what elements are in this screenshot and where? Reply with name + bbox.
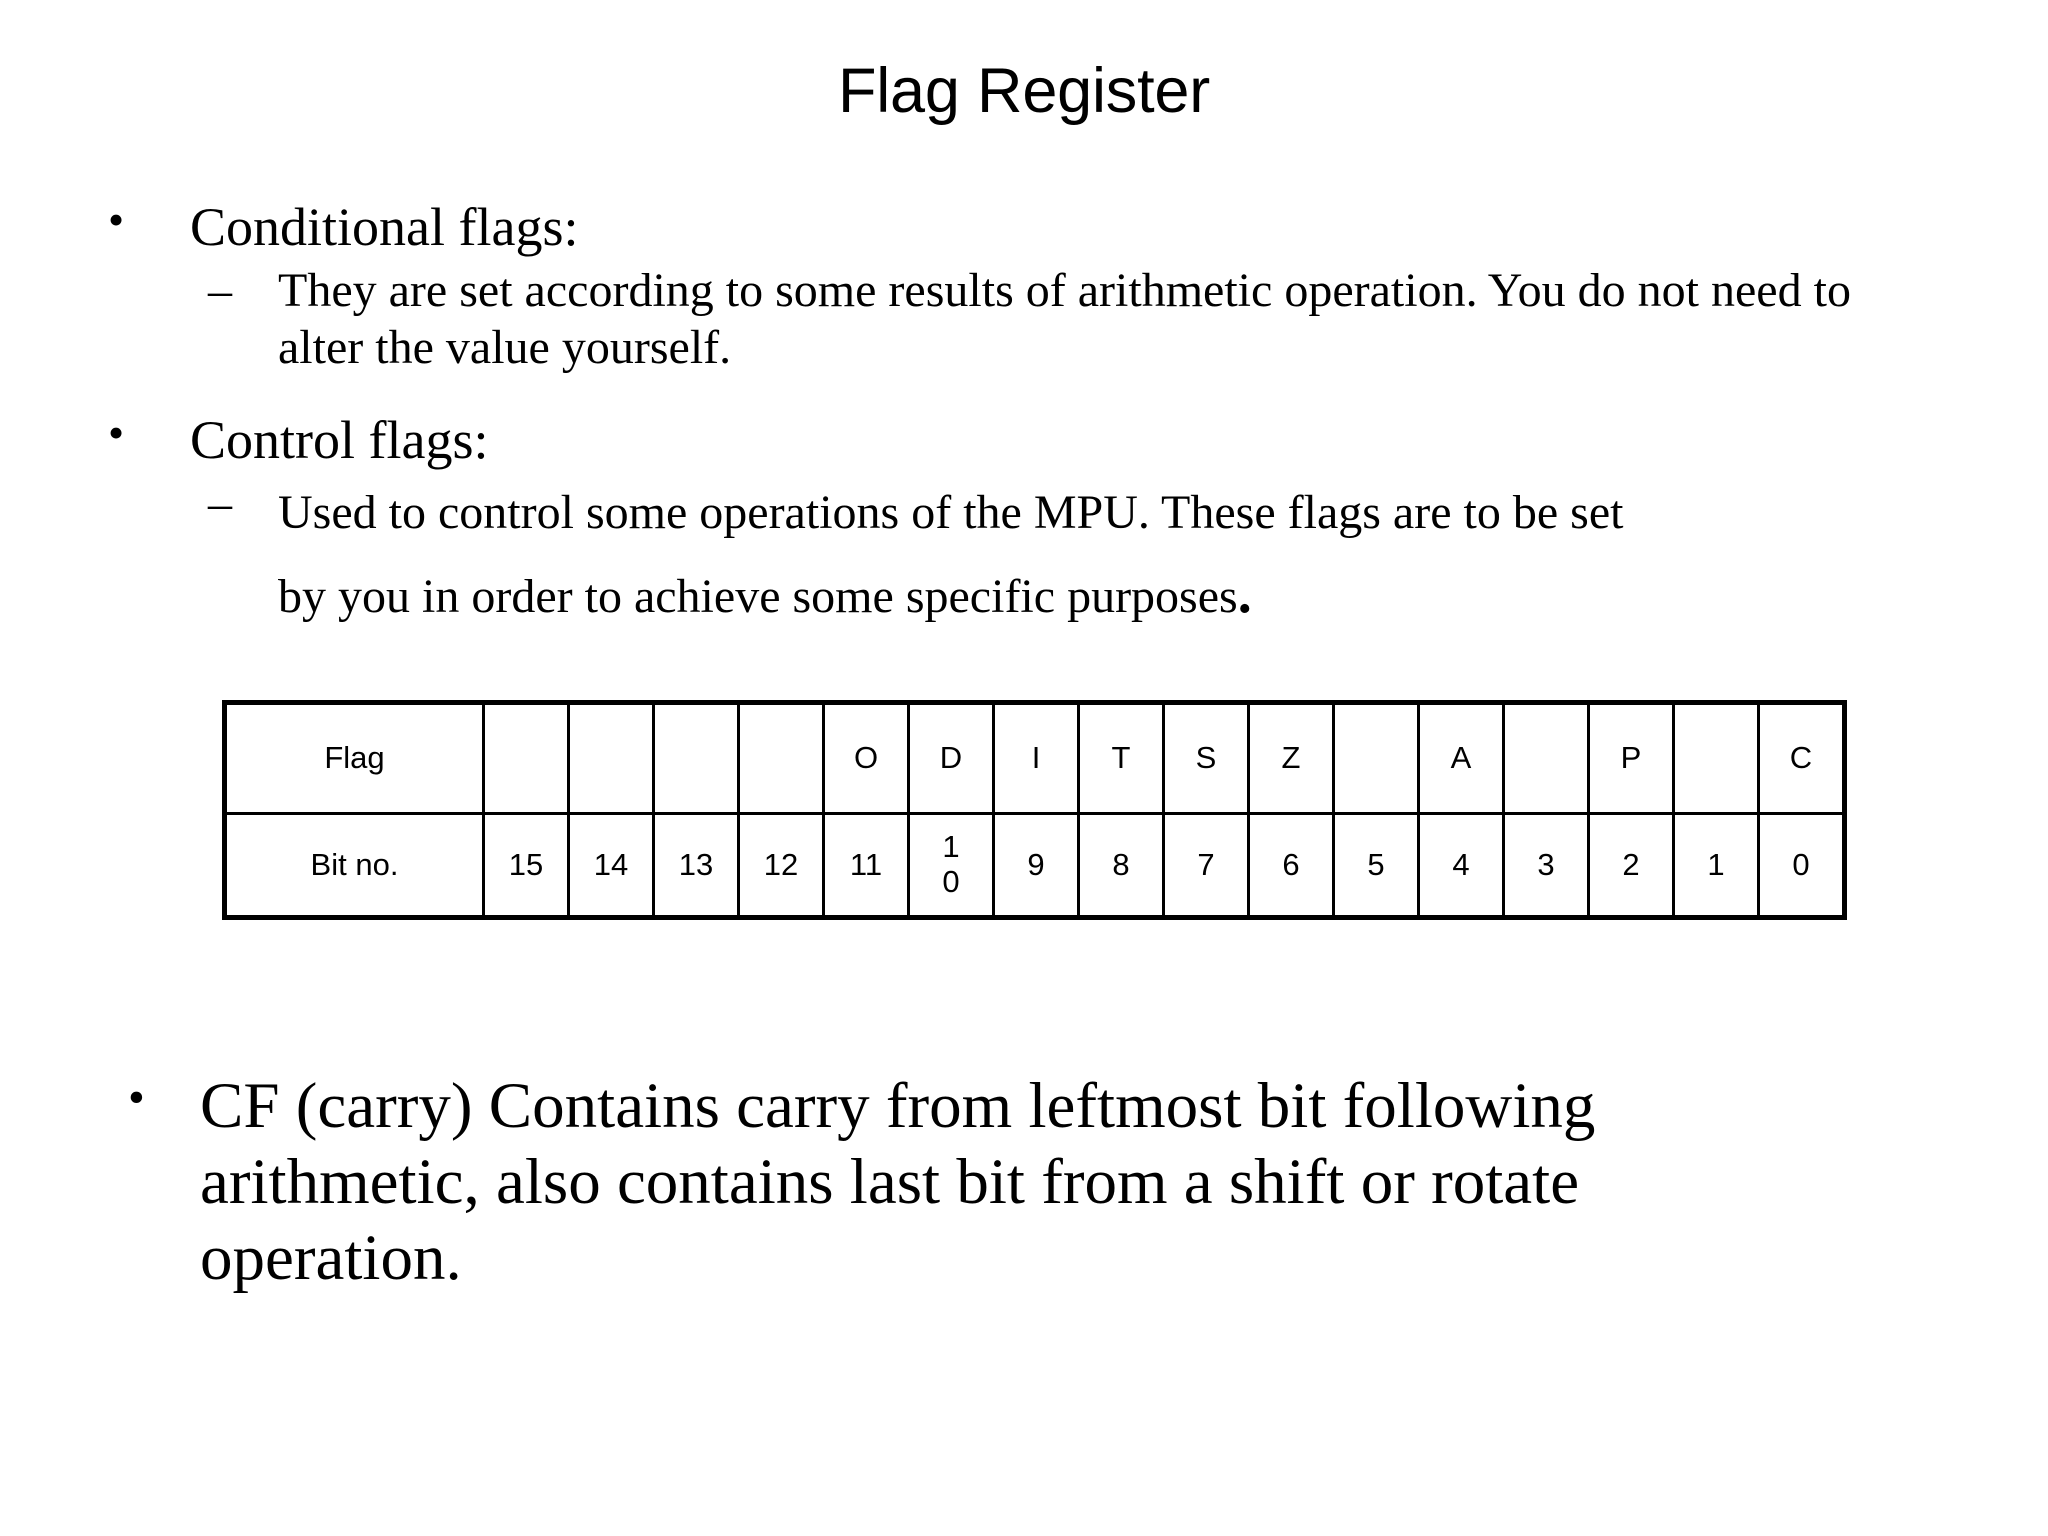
flag-cell-1 bbox=[1672, 701, 1760, 815]
dash-marker-icon: – bbox=[208, 476, 232, 530]
bullet-carry-flag-text: CF (carry) Contains carry from leftmost … bbox=[200, 1070, 1596, 1295]
bullet-control-flags-description-line-2: by you in order to achieve some specific… bbox=[278, 550, 1918, 638]
bullet-marker-icon: • bbox=[128, 1071, 145, 1124]
bit-cell-6: 6 bbox=[1247, 812, 1335, 919]
bullet-control-flags-description: – Used to control some operations of the… bbox=[0, 475, 2048, 639]
bit-cell-13: 13 bbox=[652, 812, 740, 919]
flag-cell-8: T bbox=[1077, 701, 1165, 815]
flag-cell-6: Z bbox=[1247, 701, 1335, 815]
table-row-bit-no: Bit no. 15 14 13 12 11 1 0 9 8 7 6 5 4 3… bbox=[223, 812, 1846, 919]
flag-cell-9: I bbox=[992, 701, 1080, 815]
bit-cell-9: 9 bbox=[992, 812, 1080, 919]
bit-cell-8: 8 bbox=[1077, 812, 1165, 919]
flag-cell-7: S bbox=[1162, 701, 1250, 815]
flag-cell-15 bbox=[482, 701, 570, 815]
flag-cell-4: A bbox=[1417, 701, 1505, 815]
bit-cell-5: 5 bbox=[1332, 812, 1420, 919]
row-label-bit-no: Bit no. bbox=[223, 812, 485, 919]
flag-cell-2: P bbox=[1587, 701, 1675, 815]
page-title: Flag Register bbox=[837, 56, 1211, 126]
bit-cell-14: 14 bbox=[567, 812, 655, 919]
bullet-control-flags-label: Control flags: bbox=[190, 409, 489, 470]
bullet-control-flags-description-line-1: Used to control some operations of the M… bbox=[278, 485, 1624, 539]
bullet-carry-flag: • CF (carry) Contains carry from leftmos… bbox=[0, 1068, 2048, 1296]
dash-marker-icon: – bbox=[208, 263, 232, 317]
flag-cell-13 bbox=[652, 701, 740, 815]
bullet-conditional-flags: • Conditional flags: bbox=[0, 194, 2048, 260]
table-row-flag: Flag O D I T S Z A P C bbox=[223, 701, 1846, 815]
bullet-conditional-flags-label: Conditional flags: bbox=[190, 197, 579, 257]
row-label-flag: Flag bbox=[223, 701, 485, 815]
flag-cell-5 bbox=[1332, 701, 1420, 815]
bit-cell-2: 2 bbox=[1587, 812, 1675, 919]
bullet-control-flags-description-endmark: . bbox=[1237, 563, 1252, 626]
bullet-marker-icon: • bbox=[108, 194, 125, 245]
bit-cell-10-digit-bottom: 0 bbox=[942, 864, 960, 899]
bit-cell-10: 1 0 bbox=[907, 812, 995, 919]
flag-cell-14 bbox=[567, 701, 655, 815]
bullet-conditional-flags-description: – They are set according to some results… bbox=[0, 262, 2048, 377]
bit-cell-10-digit-top: 1 bbox=[942, 829, 960, 865]
bit-cell-4: 4 bbox=[1417, 812, 1505, 919]
bit-cell-1: 1 bbox=[1672, 812, 1760, 919]
bit-cell-12: 12 bbox=[737, 812, 825, 919]
bit-cell-15: 15 bbox=[482, 812, 570, 919]
bit-cell-7: 7 bbox=[1162, 812, 1250, 919]
flag-register-diagram: Flag O D I T S Z A P C Bit no. 15 bbox=[222, 700, 1847, 920]
flag-cell-10: D bbox=[907, 701, 995, 815]
bullet-conditional-flags-description-text: They are set according to some results o… bbox=[278, 263, 1851, 375]
flag-cell-3 bbox=[1502, 701, 1590, 815]
bullet-control-flags-description-line-2-text: by you in order to achieve some specific… bbox=[278, 570, 1238, 624]
flag-cell-0: C bbox=[1757, 701, 1846, 815]
flag-cell-12 bbox=[737, 701, 825, 815]
bottom-content: • CF (carry) Contains carry from leftmos… bbox=[0, 1068, 2048, 1296]
bit-cell-0: 0 bbox=[1757, 812, 1846, 919]
bullet-marker-icon: • bbox=[108, 406, 125, 458]
flag-register-table: Flag O D I T S Z A P C Bit no. 15 bbox=[222, 700, 1847, 920]
bit-cell-3: 3 bbox=[1502, 812, 1590, 919]
body-content: • Conditional flags: – They are set acco… bbox=[0, 194, 2048, 639]
flag-cell-11: O bbox=[822, 701, 910, 815]
bit-cell-11: 11 bbox=[822, 812, 910, 919]
bullet-control-flags: • Control flags: bbox=[0, 406, 2048, 473]
